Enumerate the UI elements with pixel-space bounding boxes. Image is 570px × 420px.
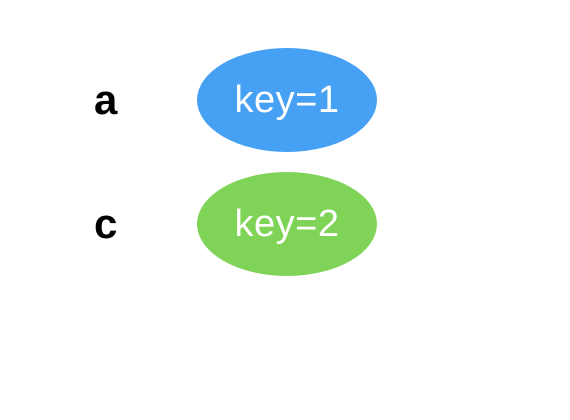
node-key-2-text: key=2 [234,203,340,245]
row-label-a: a [94,76,118,123]
row-label-c: c [94,200,118,247]
row-a: a key=1 [0,48,570,152]
node-key-1: key=1 [197,48,377,152]
row-c: c key=2 [0,172,570,276]
node-key-1-text: key=1 [234,79,340,121]
node-key-2: key=2 [197,172,377,276]
